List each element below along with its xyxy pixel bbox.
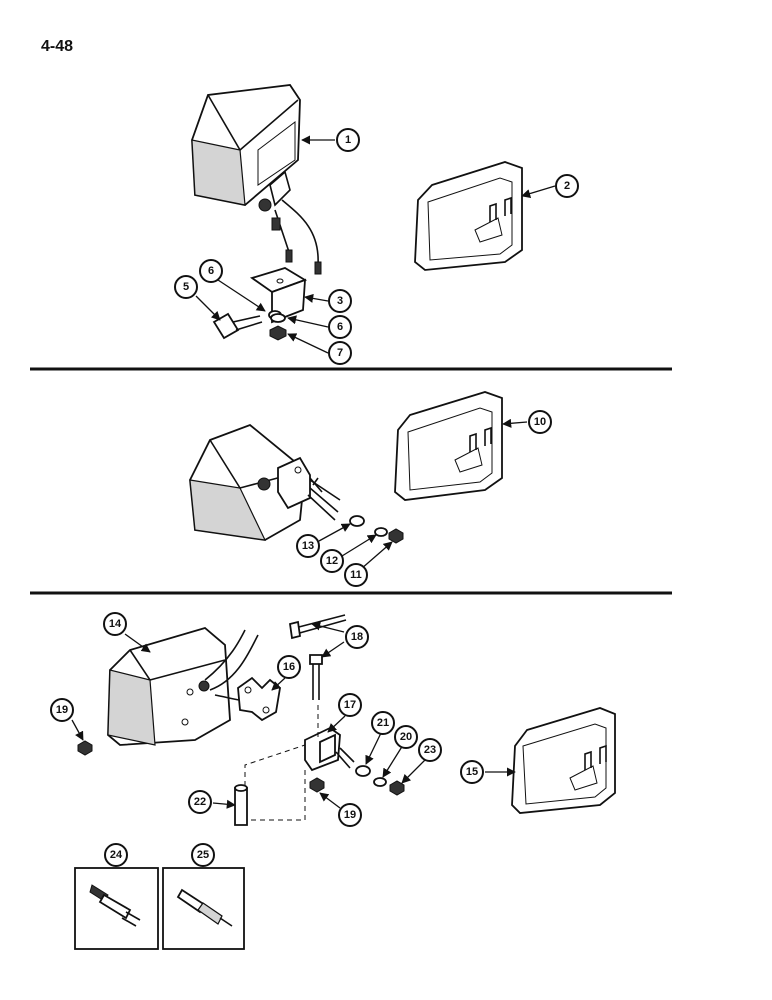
nut-19b bbox=[309, 777, 325, 793]
callout-19a: 19 bbox=[50, 698, 74, 722]
lamp-bracket-3 bbox=[249, 267, 308, 324]
sealed-beam-lamp-2 bbox=[414, 161, 523, 271]
callout-3: 3 bbox=[328, 289, 352, 313]
callout-15: 15 bbox=[460, 760, 484, 784]
work-lamp-housing-14 bbox=[107, 626, 271, 746]
bracket-17 bbox=[304, 726, 355, 772]
svg-text:1: 1 bbox=[345, 134, 351, 146]
callout-7: 7 bbox=[328, 341, 352, 365]
nut-19a bbox=[77, 740, 93, 756]
svg-text:21: 21 bbox=[377, 717, 389, 729]
callout-13: 13 bbox=[296, 534, 320, 558]
callout-19b: 19 bbox=[338, 803, 362, 827]
callout-6b: 6 bbox=[328, 315, 352, 339]
leader-lines bbox=[71, 135, 556, 809]
callout-5: 5 bbox=[174, 275, 198, 299]
svg-text:6: 6 bbox=[208, 265, 214, 277]
callout-23: 23 bbox=[418, 738, 442, 762]
svg-text:23: 23 bbox=[424, 744, 436, 756]
spacer-22 bbox=[234, 784, 248, 826]
work-lamp-housing-2 bbox=[189, 423, 341, 541]
svg-text:16: 16 bbox=[283, 661, 295, 673]
svg-text:5: 5 bbox=[183, 281, 189, 293]
svg-text:20: 20 bbox=[400, 731, 412, 743]
svg-text:15: 15 bbox=[466, 766, 478, 778]
sealed-beam-lamp-10 bbox=[394, 391, 503, 501]
callout-18: 18 bbox=[345, 625, 369, 649]
svg-text:11: 11 bbox=[350, 569, 362, 581]
sealed-beam-lamp-15 bbox=[511, 707, 616, 814]
callout-24: 24 bbox=[104, 843, 128, 867]
washer-6b bbox=[270, 313, 286, 323]
washer-20 bbox=[373, 777, 387, 787]
callout-16: 16 bbox=[277, 655, 301, 679]
bolt-18b bbox=[309, 654, 323, 700]
callout-21: 21 bbox=[371, 711, 395, 735]
callout-20: 20 bbox=[394, 725, 418, 749]
washer-13 bbox=[349, 515, 365, 527]
svg-text:17: 17 bbox=[344, 699, 356, 711]
svg-text:25: 25 bbox=[197, 849, 209, 861]
terminal-box-25 bbox=[162, 867, 245, 950]
svg-text:7: 7 bbox=[337, 347, 343, 359]
clamp-16 bbox=[237, 676, 281, 722]
callout-22: 22 bbox=[188, 790, 212, 814]
callout-6a: 6 bbox=[199, 259, 223, 283]
svg-text:6: 6 bbox=[337, 321, 343, 333]
terminal-box-24 bbox=[74, 867, 159, 950]
bolt-18a bbox=[288, 614, 347, 640]
page-number: 4-48 bbox=[41, 38, 74, 55]
svg-text:3: 3 bbox=[337, 295, 343, 307]
nut-7 bbox=[269, 325, 287, 341]
work-lamp-housing-1 bbox=[191, 84, 322, 275]
svg-text:24: 24 bbox=[110, 849, 123, 861]
nut-11 bbox=[388, 528, 404, 544]
svg-text:10: 10 bbox=[534, 416, 546, 428]
callout-12: 12 bbox=[320, 549, 344, 573]
svg-text:14: 14 bbox=[109, 618, 122, 630]
svg-text:19: 19 bbox=[344, 809, 356, 821]
svg-text:19: 19 bbox=[56, 704, 68, 716]
callout-25: 25 bbox=[191, 843, 215, 867]
callout-11: 11 bbox=[344, 563, 368, 587]
callout-2: 2 bbox=[555, 174, 579, 198]
svg-text:22: 22 bbox=[194, 796, 206, 808]
callout-14: 14 bbox=[103, 612, 127, 636]
callout-10: 10 bbox=[528, 410, 552, 434]
svg-text:18: 18 bbox=[351, 631, 363, 643]
callout-1: 1 bbox=[336, 128, 360, 152]
washer-12 bbox=[374, 527, 388, 537]
washer-21 bbox=[355, 765, 371, 777]
svg-text:13: 13 bbox=[302, 540, 314, 552]
svg-text:2: 2 bbox=[564, 180, 570, 192]
svg-text:12: 12 bbox=[326, 555, 338, 567]
bolt-5 bbox=[212, 312, 263, 340]
nut-23 bbox=[389, 780, 405, 796]
callout-17: 17 bbox=[338, 693, 362, 717]
